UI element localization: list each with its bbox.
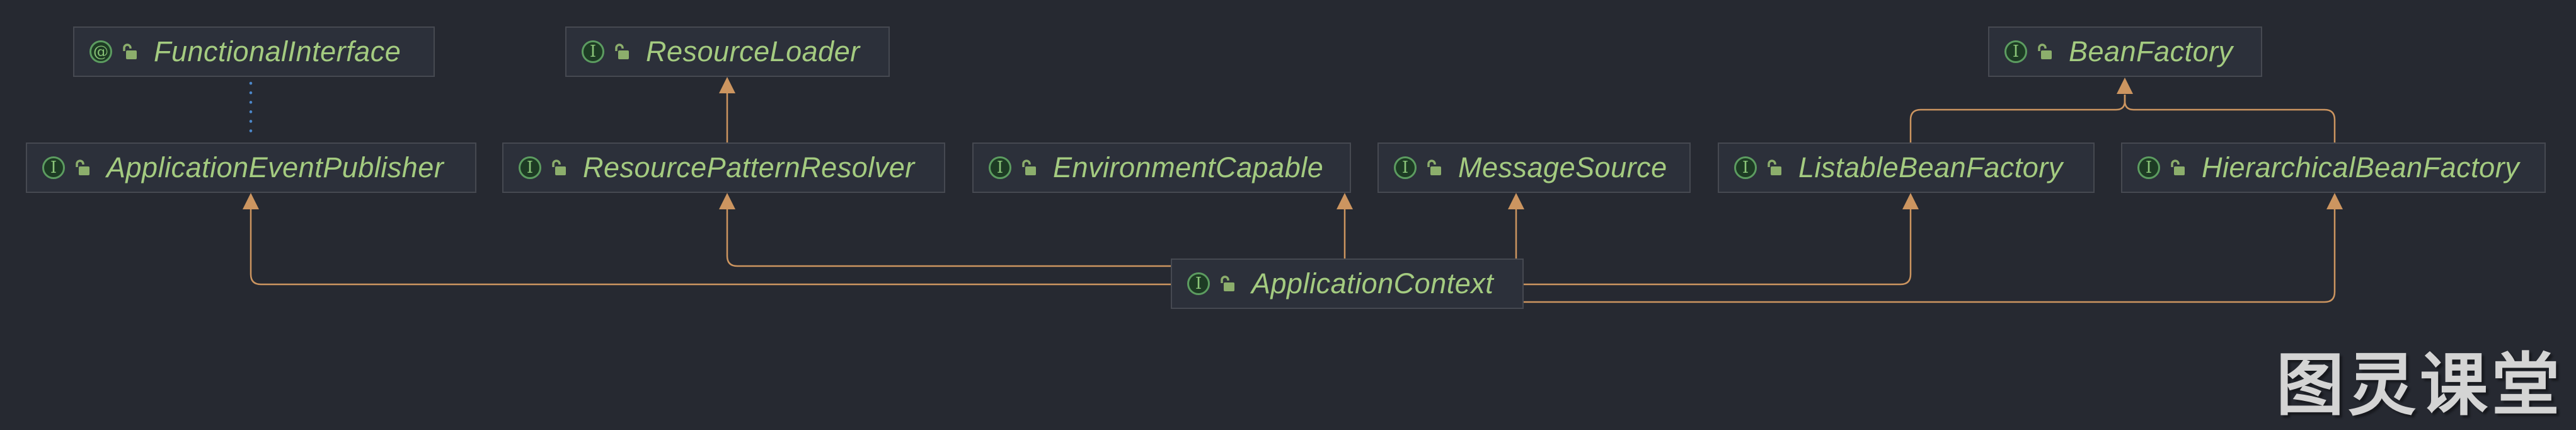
interface-icon: I: [582, 40, 604, 63]
arrowhead-applicationeventpublisher: [243, 193, 259, 209]
arrowhead-beanfactory: [2117, 78, 2133, 94]
class-node-functional-interface[interactable]: @ FunctionalInterface: [73, 26, 435, 77]
class-name-label: BeanFactory: [2069, 35, 2233, 67]
class-node-application-event-publisher[interactable]: I ApplicationEventPublisher: [26, 142, 476, 193]
class-name-label: ResourcePatternResolver: [583, 151, 915, 183]
class-node-resource-pattern-resolver[interactable]: I ResourcePatternResolver: [502, 142, 945, 193]
arrowhead-listablebeanfactory: [1902, 193, 1919, 209]
unlock-icon: [615, 44, 629, 59]
class-name-label: ApplicationEventPublisher: [106, 151, 444, 183]
class-name-label: ApplicationContext: [1251, 267, 1494, 299]
unlock-icon: [1768, 160, 1781, 175]
edge-applicationcontext-to-resourcepatternresolver: [726, 209, 1171, 267]
watermark: 图灵课堂: [2276, 347, 2564, 423]
unlock-icon: [123, 44, 137, 59]
interface-icon: I: [1394, 156, 1417, 179]
class-node-resource-loader[interactable]: I ResourceLoader: [565, 26, 890, 77]
unlock-icon: [1022, 160, 1036, 175]
interface-icon: I: [2137, 156, 2160, 179]
arrowhead-hierarchicalbeanfactory: [2326, 193, 2343, 209]
class-name-label: ListableBeanFactory: [1798, 151, 2063, 183]
unlock-icon: [2171, 160, 2185, 175]
arrowhead-environmentcapable: [1337, 193, 1353, 209]
annotation-icon: @: [89, 40, 112, 63]
interface-icon: I: [2004, 40, 2027, 63]
interface-icon: I: [1187, 272, 1210, 295]
class-node-environment-capable[interactable]: I EnvironmentCapable: [972, 142, 1351, 193]
arrowhead-resourcepatternresolver: [719, 193, 735, 209]
class-node-bean-factory[interactable]: I BeanFactory: [1988, 26, 2262, 77]
unlock-icon: [76, 160, 89, 175]
class-node-listable-bean-factory[interactable]: I ListableBeanFactory: [1718, 142, 2095, 193]
interface-icon: I: [1734, 156, 1757, 179]
class-name-label: FunctionalInterface: [154, 35, 401, 67]
unlock-icon: [2038, 44, 2052, 59]
unlock-icon: [552, 160, 566, 175]
class-name-label: HierarchicalBeanFactory: [2202, 151, 2520, 183]
class-name-label: ResourceLoader: [646, 35, 860, 67]
class-node-hierarchical-bean-factory[interactable]: I HierarchicalBeanFactory: [2121, 142, 2546, 193]
class-name-label: MessageSource: [1458, 151, 1667, 183]
unlock-icon: [1427, 160, 1441, 175]
edge-listablebeanfactory-to-beanfactory: [1909, 95, 2126, 143]
arrowhead-messagesource: [1508, 193, 1524, 209]
class-name-label: EnvironmentCapable: [1053, 151, 1324, 183]
edge-hierarchicalbeanfactory-to-beanfactory: [2124, 95, 2336, 143]
interface-icon: I: [42, 156, 65, 179]
unlock-icon: [1221, 276, 1234, 291]
interface-icon: I: [519, 156, 541, 179]
class-node-application-context[interactable]: I ApplicationContext: [1171, 259, 1524, 309]
edge-applicationcontext-to-applicationeventpublisher: [250, 209, 1171, 286]
interface-icon: I: [989, 156, 1011, 179]
arrowhead-resourceloader: [719, 77, 735, 93]
edge-applicationcontext-to-hierarchicalbeanfactory: [1524, 209, 2336, 303]
class-node-message-source[interactable]: I MessageSource: [1377, 142, 1691, 193]
edge-applicationcontext-to-listablebeanfactory: [1524, 209, 1912, 286]
